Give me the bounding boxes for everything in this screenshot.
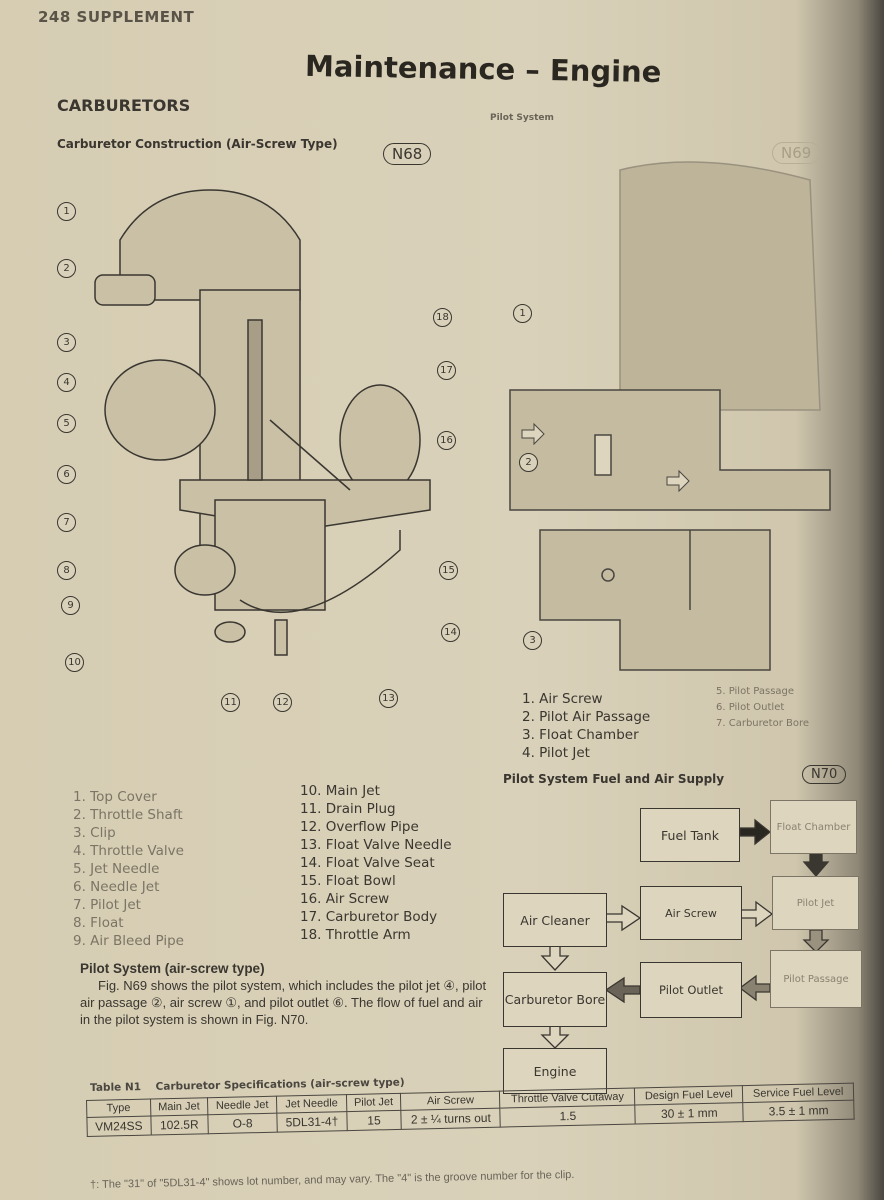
callout-number: 2 <box>519 453 538 472</box>
figure-n68-legend-col2: 10. Main Jet 11. Drain Plug 12. Overflow P… <box>300 782 452 944</box>
table-header-cell: Jet Needle <box>276 1094 347 1114</box>
legend-item: 5. Jet Needle <box>73 861 160 877</box>
paragraph-body: Fig. N69 shows the pilot system, which i… <box>80 978 487 1027</box>
flow-box-float-chamber: Float Chamber <box>770 800 857 854</box>
figure-n70-badge: N70 <box>802 765 847 784</box>
flow-box-pilot-outlet: Pilot Outlet <box>640 962 742 1018</box>
table-cell: 2 ± ¼ turns out <box>401 1108 501 1130</box>
legend-item: 7. Carburetor Bore <box>716 718 810 729</box>
callout-number: 12 <box>273 693 292 712</box>
table-cell: O-8 <box>207 1113 278 1134</box>
figure-n69-badge: N69 <box>772 142 821 164</box>
section-heading: CARBURETORS <box>57 96 191 115</box>
legend-item: 3. Float Chamber <box>522 727 639 743</box>
air-flow-arrow-icon <box>521 422 545 446</box>
callout-number: 10 <box>65 653 84 672</box>
legend-item: 5. Pilot Passage <box>716 686 795 697</box>
callout-number: 3 <box>57 333 76 352</box>
table-cell: 30 ± 1 mm <box>635 1102 744 1125</box>
subheading: Pilot System <box>490 113 554 123</box>
legend-item: 17. Carburetor Body <box>300 909 438 925</box>
callout-number: 15 <box>439 561 458 580</box>
legend-item: 4. Throttle Valve <box>73 843 184 859</box>
callout-number: 17 <box>437 361 456 380</box>
legend-item: 11. Drain Plug <box>300 801 396 817</box>
pilot-system-illustration <box>509 161 831 671</box>
callout-number: 1 <box>57 202 76 221</box>
callout-number: 18 <box>433 308 452 327</box>
table-cell: 15 <box>346 1110 402 1131</box>
callout-number: 11 <box>221 693 240 712</box>
table-cell: 5DL31-4† <box>277 1111 347 1133</box>
page-number: 248 <box>38 8 71 26</box>
table-header-cell: Main Jet <box>150 1097 208 1117</box>
section-label: SUPPLEMENT <box>76 8 195 26</box>
table-cell: 102.5R <box>150 1114 209 1136</box>
table-cell: 1.5 <box>500 1105 636 1128</box>
table-header-cell: Pilot Jet <box>346 1093 402 1112</box>
legend-item: 18. Throttle Arm <box>300 927 411 943</box>
table-cell: VM24SS <box>86 1116 151 1137</box>
legend-item: 12. Overflow Pipe <box>300 819 419 835</box>
flow-box-pilot-jet: Pilot Jet <box>772 876 859 930</box>
legend-item: 2. Pilot Air Passage <box>522 709 651 725</box>
carburetor-illustration <box>94 189 431 656</box>
callout-number: 16 <box>437 431 456 450</box>
page-header: 248 SUPPLEMENT <box>38 8 194 26</box>
figure-n68-caption: Carburetor Construction (Air-Screw Type) <box>57 137 338 151</box>
legend-item: 2. Throttle Shaft <box>73 807 183 823</box>
figure-n69-legend-continued: 5. Pilot Passage 6. Pilot Outlet 7. Carb… <box>716 684 809 732</box>
legend-item: 6. Pilot Outlet <box>716 702 785 713</box>
legend-item: 6. Needle Jet <box>73 879 160 895</box>
callout-number: 8 <box>57 561 76 580</box>
callout-number: 2 <box>57 259 76 278</box>
figure-n68-badge: N68 <box>383 143 432 165</box>
legend-item: 9. Air Bleed Pipe <box>73 933 184 949</box>
legend-item: 16. Air Screw <box>300 891 390 907</box>
legend-item: 3. Clip <box>73 825 116 841</box>
figure-n68-legend-col1: 1. Top Cover 2. Throttle Shaft 3. Clip 4. T… <box>73 788 184 950</box>
flow-box-pilot-passage: Pilot Passage <box>770 950 862 1008</box>
legend-item: 1. Air Screw <box>522 691 603 707</box>
table-cell: 3.5 ± 1 mm <box>743 1100 855 1122</box>
figure-n70-caption: Pilot System Fuel and Air Supply <box>503 772 725 786</box>
flow-box-air-cleaner: Air Cleaner <box>503 893 607 947</box>
callout-number: 1 <box>513 304 532 323</box>
legend-item: 1. Top Cover <box>73 789 157 805</box>
figure-n69-legend: 1. Air Screw 2. Pilot Air Passage 3. Flo… <box>522 690 650 762</box>
flow-box-carburetor-bore: Carburetor Bore <box>503 972 607 1027</box>
legend-item: 10. Main Jet <box>300 783 380 799</box>
paragraph-heading: Pilot System (air-screw type) <box>80 961 265 976</box>
legend-item: 14. Float Valve Seat <box>300 855 435 871</box>
legend-item: 15. Float Bowl <box>300 873 396 889</box>
legend-item: 7. Pilot Jet <box>73 897 141 913</box>
table-header-cell: Needle Jet <box>207 1096 278 1115</box>
flow-box-engine: Engine <box>503 1048 607 1094</box>
legend-item: 4. Pilot Jet <box>522 745 590 761</box>
callout-number: 3 <box>523 631 542 650</box>
legend-item: 8. Float <box>73 915 124 931</box>
callout-number: 6 <box>57 465 76 484</box>
callout-number: 14 <box>441 623 460 642</box>
callout-number: 13 <box>379 689 398 708</box>
callout-number: 5 <box>57 414 76 433</box>
flow-box-fuel-tank: Fuel Tank <box>640 808 740 862</box>
table-header-cell: Type <box>86 1099 151 1118</box>
callout-number: 9 <box>61 596 80 615</box>
pilot-system-paragraph: Pilot System (air-screw type) Fig. N69 s… <box>80 960 492 1028</box>
callout-number: 4 <box>57 373 76 392</box>
table-label: Table N1 <box>90 1081 142 1094</box>
air-flow-arrow-icon <box>666 469 690 493</box>
legend-item: 13. Float Valve Needle <box>300 837 452 853</box>
flow-box-air-screw: Air Screw <box>640 886 742 940</box>
callout-number: 7 <box>57 513 76 532</box>
